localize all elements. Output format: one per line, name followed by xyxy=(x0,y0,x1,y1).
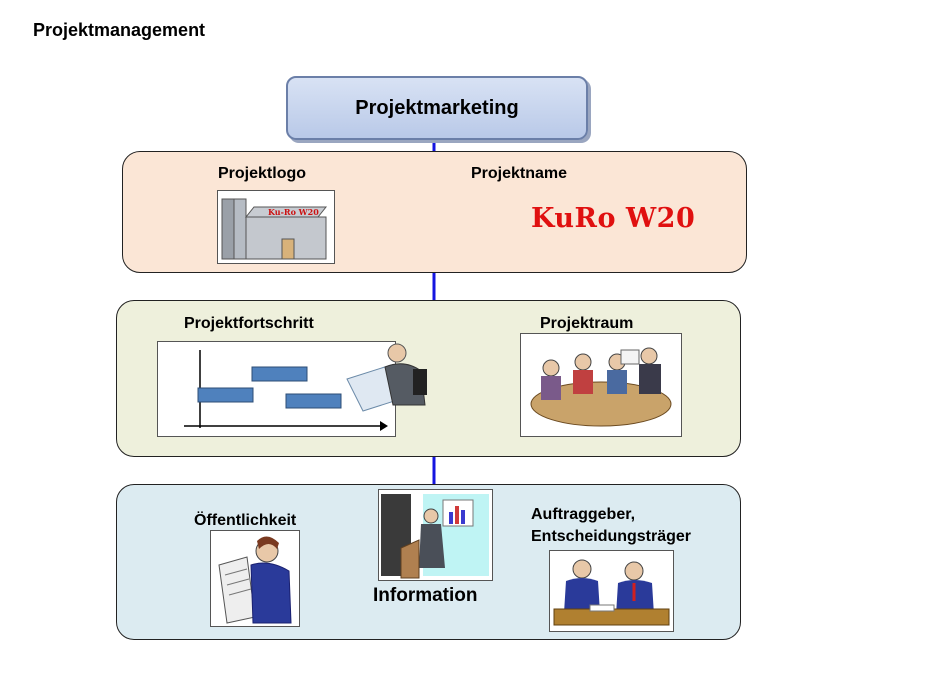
projektlogo-label: Projektlogo xyxy=(218,165,307,182)
business-meeting-icon xyxy=(553,559,670,626)
oeffentlichkeit-image xyxy=(210,530,300,627)
presenter-icon xyxy=(381,494,489,579)
information-label: Information xyxy=(373,585,478,606)
projektmarketing-box: Projektmarketing xyxy=(286,76,588,140)
projektname-value: KuRo W20 xyxy=(531,203,696,234)
gantt-icon xyxy=(184,350,388,431)
entscheidungstraeger-label: Entscheidungsträger xyxy=(531,528,692,545)
auftraggeber-label: Auftraggeber, xyxy=(531,506,636,523)
logo-text: Ku-Ro W20 xyxy=(268,207,319,217)
projektmarketing-label: Projektmarketing xyxy=(355,96,519,119)
planner-person-icon xyxy=(346,343,427,412)
information-image xyxy=(378,489,493,581)
projektraum-label: Projektraum xyxy=(540,315,634,332)
projektraum-image xyxy=(520,333,682,437)
oeffentlichkeit-label: Öffentlichkeit xyxy=(194,512,297,529)
meeting-room-icon xyxy=(530,347,672,427)
newspaper-reader-icon xyxy=(218,536,292,624)
auftraggeber-image xyxy=(549,550,674,632)
building-icon: Ku-Ro W20 xyxy=(221,198,328,260)
projektname-label: Projektname xyxy=(471,165,568,182)
projektlogo-image: Ku-Ro W20 xyxy=(217,190,335,264)
page-title: Projektmanagement xyxy=(33,20,206,40)
projektfortschritt-label: Projektfortschritt xyxy=(184,315,314,332)
